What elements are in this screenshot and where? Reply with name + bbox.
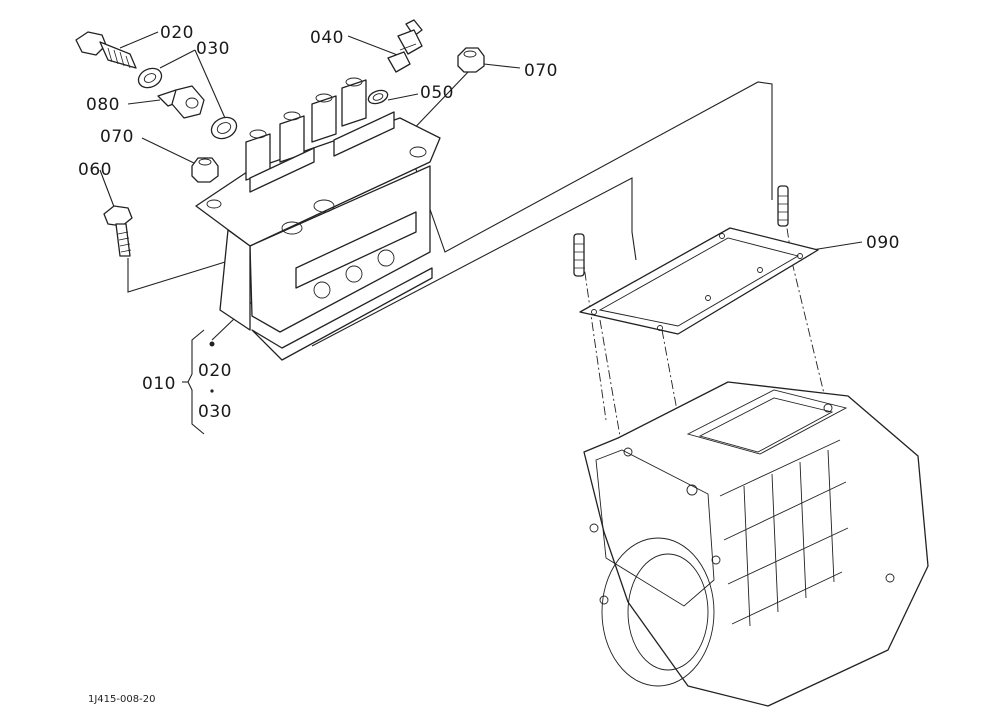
bullet-dot: [210, 389, 214, 393]
bullet-dot: [209, 341, 215, 347]
washer-part-030-lower: [210, 116, 238, 140]
callout-010: 010: [142, 374, 176, 394]
bolt-part-060: [103, 205, 133, 257]
assembly-bracket-010: [182, 329, 215, 435]
callout-050: 050: [420, 83, 454, 103]
banjo-bolt-part-020: [75, 31, 137, 69]
callout-010-sub-020: 020: [198, 361, 232, 381]
gear-case-housing: [583, 381, 929, 707]
stud-bolt-right: [777, 185, 789, 227]
callout-080: 080: [86, 95, 120, 115]
fitting-part-080: [157, 85, 205, 119]
figure-id: 1J415-008-20: [88, 694, 155, 705]
callout-labels: 020 030 040 070 080 050 070 060 090 010 …: [78, 23, 900, 422]
gasket-part-090: [579, 227, 819, 335]
callout-040: 040: [310, 28, 344, 48]
leader-lines: [99, 31, 863, 347]
washer-part-030-upper: [137, 67, 163, 89]
callout-010-sub-030: 030: [198, 402, 232, 422]
washer-part-050: [367, 89, 389, 105]
fitting-part-040: [387, 19, 423, 73]
nut-part-070-right: [457, 47, 485, 73]
injection-pump-assembly: [195, 77, 441, 361]
callout-070-left: 070: [100, 127, 134, 147]
callout-060: 060: [78, 160, 112, 180]
callout-030-top: 030: [196, 39, 230, 59]
nut-part-070-left: [191, 157, 219, 183]
callout-020-top: 020: [160, 23, 194, 43]
callout-070-right: 070: [524, 61, 558, 81]
stud-bolt-left: [573, 233, 585, 277]
callout-090: 090: [866, 233, 900, 253]
